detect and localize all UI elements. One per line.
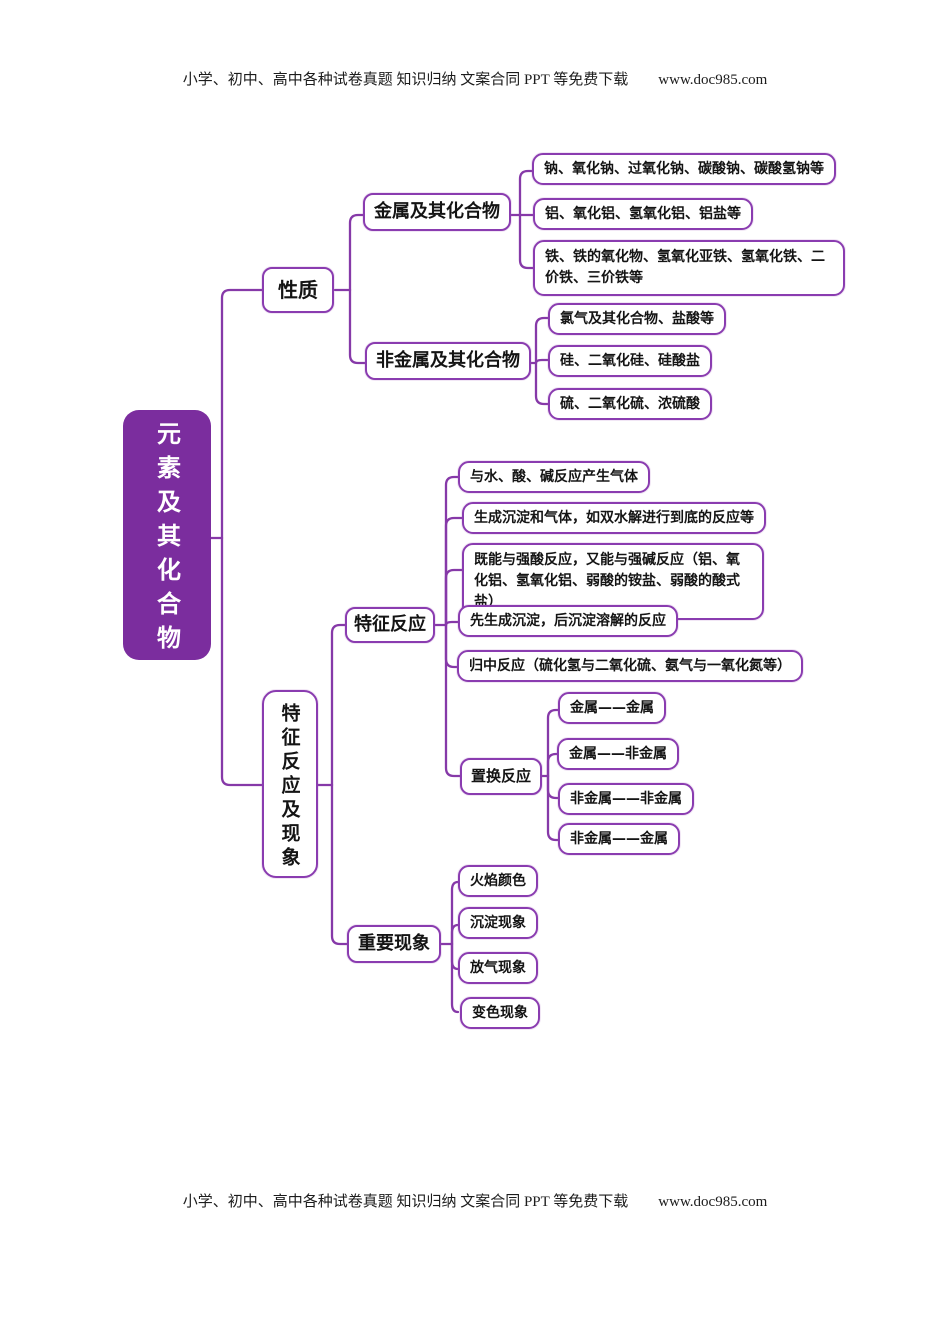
node-feature-reactions: 特征反应: [345, 607, 435, 643]
node-metal: 金属及其化合物: [363, 193, 511, 231]
leaf-phenomenon-flame: 火焰颜色: [458, 865, 538, 897]
leaf-reaction-precipitate-gas: 生成沉淀和气体，如双水解进行到底的反应等: [462, 502, 766, 534]
leaf-reaction-comproportionation: 归中反应（硫化氢与二氧化硫、氨气与一氧化氮等）: [457, 650, 803, 682]
node-properties: 性质: [262, 267, 334, 313]
watermark-text: 小学、初中、高中各种试卷真题 知识归纳 文案合同 PPT 等免费下载: [182, 1194, 629, 1210]
leaf-phenomenon-precipitate: 沉淀现象: [458, 907, 538, 939]
leaf-metal-aluminium: 铝、氧化铝、氢氧化铝、铝盐等: [533, 198, 753, 230]
watermark-url: www.doc985.com: [658, 1194, 768, 1210]
leaf-phenomenon-gas-release: 放气现象: [458, 952, 538, 984]
leaf-displacement-metal-nonmetal: 金属——非金属: [557, 738, 679, 770]
watermark-url: www.doc985.com: [658, 72, 768, 88]
leaf-reaction-precipitate-dissolve: 先生成沉淀，后沉淀溶解的反应: [458, 605, 678, 637]
footer-watermark: 小学、初中、高中各种试卷真题 知识归纳 文案合同 PPT 等免费下载 www.do…: [0, 1190, 950, 1211]
node-nonmetal: 非金属及其化合物: [365, 342, 531, 380]
watermark-text: 小学、初中、高中各种试卷真题 知识归纳 文案合同 PPT 等免费下载: [182, 72, 629, 88]
node-root: 元素及其化合物: [123, 410, 211, 660]
leaf-nonmetal-chlorine: 氯气及其化合物、盐酸等: [548, 303, 726, 335]
leaf-metal-iron: 铁、铁的氧化物、氢氧化亚铁、氢氧化铁、二价铁、三价铁等: [533, 240, 845, 296]
node-features: 特征反应及现象: [262, 690, 318, 878]
node-phenomena: 重要现象: [347, 925, 441, 963]
leaf-metal-sodium: 钠、氧化钠、过氧化钠、碳酸钠、碳酸氢钠等: [532, 153, 836, 185]
header-watermark: 小学、初中、高中各种试卷真题 知识归纳 文案合同 PPT 等免费下载 www.do…: [0, 68, 950, 89]
node-displacement: 置换反应: [460, 758, 543, 795]
leaf-phenomenon-color-change: 变色现象: [460, 997, 540, 1029]
leaf-displacement-metal-metal: 金属——金属: [558, 692, 666, 724]
leaf-reaction-gas: 与水、酸、碱反应产生气体: [458, 461, 650, 493]
leaf-displacement-nonmetal-nonmetal: 非金属——非金属: [558, 783, 694, 815]
leaf-displacement-nonmetal-metal: 非金属——金属: [558, 823, 680, 855]
leaf-nonmetal-sulfur: 硫、二氧化硫、浓硫酸: [548, 388, 712, 420]
leaf-nonmetal-silicon: 硅、二氧化硅、硅酸盐: [548, 345, 712, 377]
